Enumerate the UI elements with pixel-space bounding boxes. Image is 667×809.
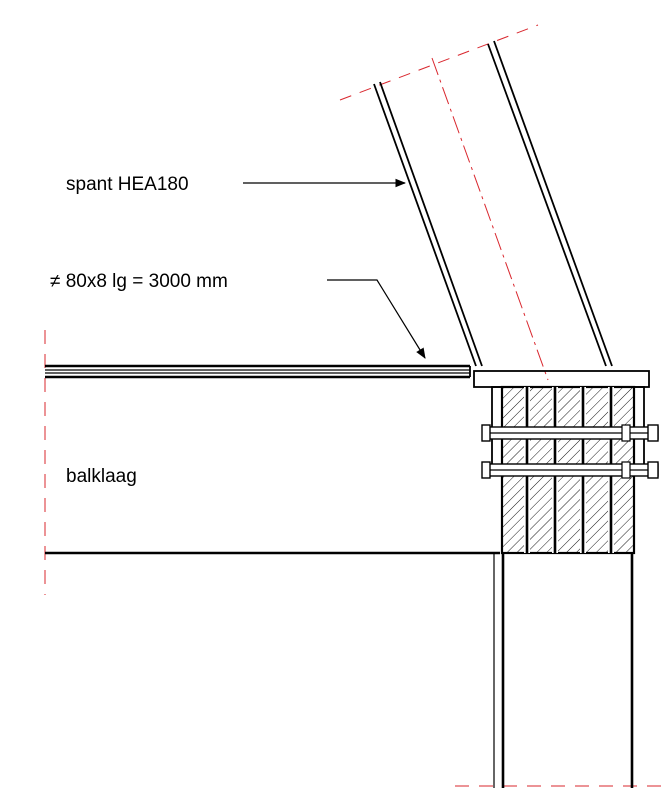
base-plate (473, 370, 650, 388)
label-spant: spant HEA180 (66, 174, 189, 195)
bolt-upper (481, 424, 659, 442)
rafter-centerline (431, 57, 549, 381)
bolt-lower (481, 461, 659, 479)
label-balklaag: balklaag (66, 466, 137, 487)
column (493, 553, 634, 788)
rafter-outline-top-dashed (339, 24, 539, 101)
leader-strip (327, 279, 426, 359)
rafter-hea180 (373, 40, 613, 367)
bolts (481, 424, 659, 479)
steel-strip (45, 364, 471, 379)
label-strip: ≠ 80x8 lg = 3000 mm (50, 271, 228, 292)
